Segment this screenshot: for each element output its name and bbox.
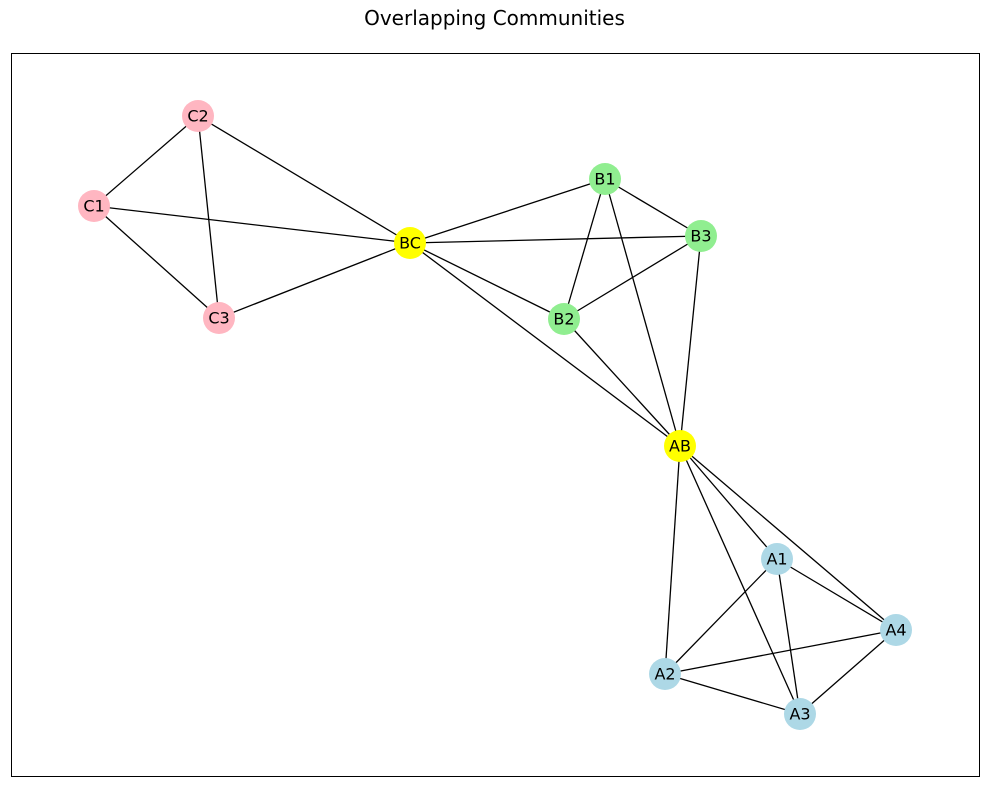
edge-bc-b3 [409,235,702,244]
node-a4: A4 [880,614,912,646]
node-circle [182,100,214,132]
node-label: C1 [83,197,104,216]
edge-ab-a3 [679,445,801,715]
edge-a2-a3 [664,673,801,715]
node-label: A4 [885,621,906,640]
edge-c3-bc [218,242,411,319]
node-label: A2 [654,665,675,684]
node-b2: B2 [548,303,580,335]
edge-bc-b1 [409,178,606,244]
edge-ab-a4 [679,445,897,631]
node-circle [203,302,235,334]
node-label: C2 [187,107,208,126]
edge-b1-b3 [604,178,702,237]
node-label: B1 [594,170,615,189]
node-label: C3 [208,309,229,328]
node-a1: A1 [761,543,793,575]
node-circle [761,543,793,575]
edge-c1-c2 [93,115,199,207]
edge-c2-bc [197,115,411,244]
node-label: B2 [553,310,574,329]
edge-ab-a2 [664,445,681,675]
node-b3: B3 [685,220,717,252]
edge-c1-bc [93,205,411,244]
edge-bc-ab [409,242,681,447]
edge-layer [93,115,897,715]
node-circle [548,303,580,335]
edge-a2-a4 [664,629,897,675]
edge-b1-b2 [563,178,606,320]
node-a2: A2 [649,658,681,690]
node-circle [664,430,696,462]
edge-a3-a4 [799,629,897,715]
node-ab: AB [664,430,696,462]
node-circle [784,698,816,730]
node-c1: C1 [78,190,110,222]
node-label: A3 [789,705,810,724]
plot-frame [11,53,980,777]
edge-ab-a1 [679,445,778,560]
node-circle [78,190,110,222]
node-circle [685,220,717,252]
node-circle [649,658,681,690]
edge-a1-a2 [664,558,778,675]
edge-c2-c3 [197,115,220,319]
node-label: B3 [690,227,711,246]
node-label: AB [669,437,691,456]
node-circle [394,227,426,259]
node-c3: C3 [203,302,235,334]
node-b1: B1 [589,163,621,195]
edge-bc-b2 [409,242,565,320]
edge-c1-c3 [93,205,220,319]
edge-b3-ab [679,235,702,447]
edge-a1-a4 [776,558,897,631]
node-bc: BC [394,227,426,259]
edge-b2-ab [563,318,681,447]
node-a3: A3 [784,698,816,730]
edge-b1-ab [604,178,681,447]
node-c2: C2 [182,100,214,132]
edge-a1-a3 [776,558,801,715]
node-label: BC [399,234,421,253]
node-circle [589,163,621,195]
diagram-title: Overlapping Communities [364,6,625,30]
node-label: A1 [766,550,787,569]
node-circle [880,614,912,646]
